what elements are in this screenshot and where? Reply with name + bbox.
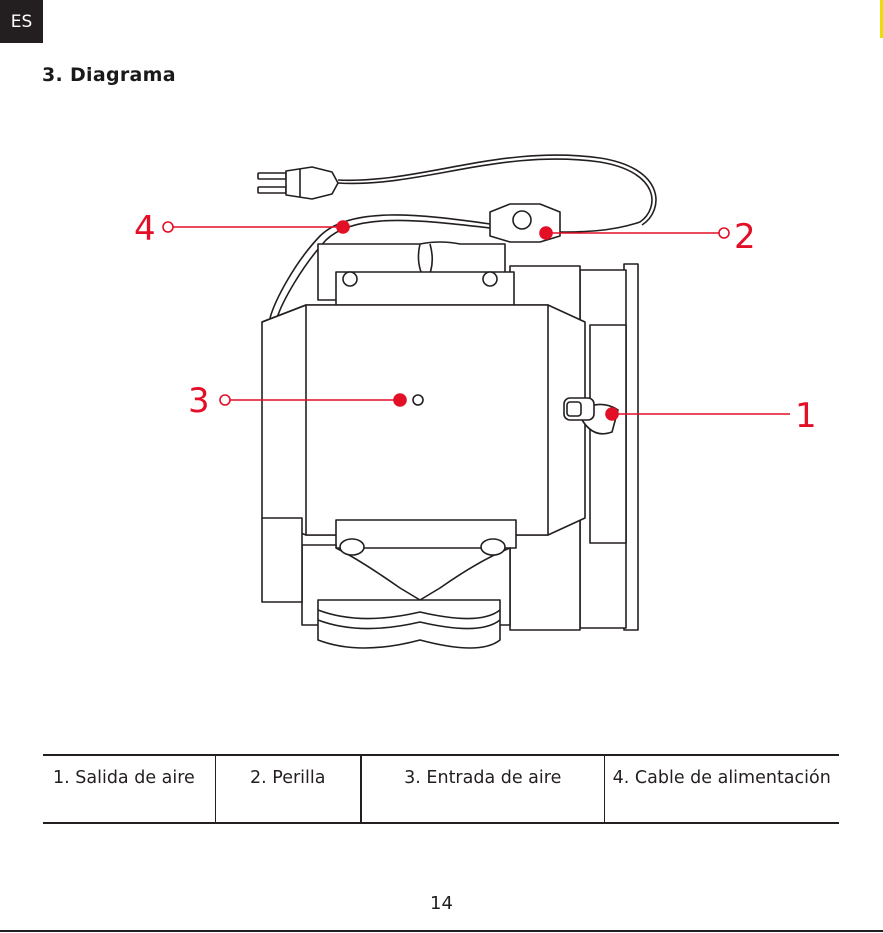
callout-3-dot [394, 394, 406, 406]
parts-legend-table: 1. Salida de aire 2. Perilla 3. Entrada … [43, 754, 839, 824]
air-pump-illustration [258, 155, 656, 648]
bottom-rule [0, 930, 883, 932]
air-pump-diagram: 4 2 3 1 [0, 0, 883, 740]
callout-3-ring [220, 395, 230, 405]
power-plug-icon [258, 167, 338, 199]
legend-air-outlet: 1. Salida de aire [43, 755, 215, 823]
callout-number-4: 4 [134, 209, 156, 249]
callout-4-ring [163, 222, 173, 232]
air-inlet-hole [413, 395, 423, 405]
callout-2-ring [719, 228, 729, 238]
legend-air-inlet: 3. Entrada de aire [361, 755, 604, 823]
page-number: 14 [0, 893, 883, 914]
callout-2-dot [540, 227, 552, 239]
callout-4-dot [337, 221, 349, 233]
callout-number-1: 1 [795, 396, 817, 436]
callout-1-dot [606, 408, 618, 420]
callout-number-3: 3 [188, 381, 210, 421]
table-row: 1. Salida de aire 2. Perilla 3. Entrada … [43, 755, 839, 823]
legend-knob: 2. Perilla [215, 755, 361, 823]
legend-power-cable: 4. Cable de alimentación [604, 755, 839, 823]
callout-number-2: 2 [734, 217, 756, 257]
